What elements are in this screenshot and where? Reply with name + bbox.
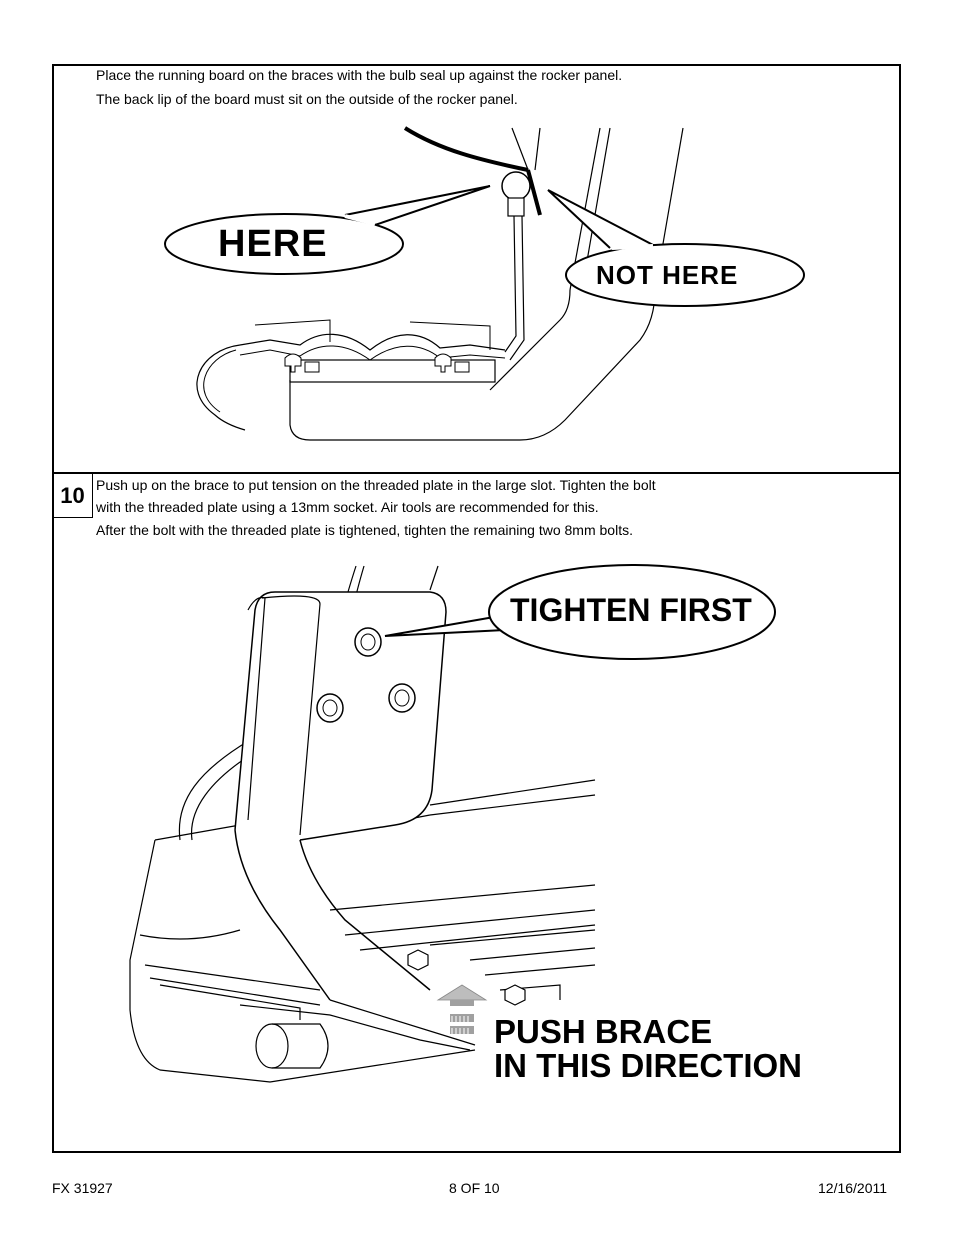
step9-instruction-line2: The back lip of the board must sit on th… [96,91,518,107]
instruction-frame [52,64,901,1153]
bolt-8mm-right [388,683,416,713]
step9-illustration [164,126,805,441]
step-divider [52,472,901,474]
part-number: FX 31927 [52,1180,113,1196]
document-date: 12/16/2011 [818,1180,888,1196]
here-callout [164,185,491,275]
step10-instruction-line2: with the threaded plate using a 13mm soc… [96,499,599,515]
step10-instruction-line3: After the bolt with the threaded plate i… [96,522,633,538]
tighten-first-label: TIGHTEN FIRST [510,592,752,628]
step10-instruction-line1: Push up on the brace to put tension on t… [96,477,656,493]
push-direction-arrow [436,984,488,1034]
here-label: HERE [218,223,328,265]
page-number: 8 OF 10 [449,1180,500,1196]
push-brace-label-line1: PUSH BRACE [494,1013,713,1050]
step9-instruction-line1: Place the running board on the braces wi… [96,67,623,83]
not-here-label: NOT HERE [596,260,739,290]
bolt-threaded-plate [354,627,382,657]
bolt-8mm-left [316,693,344,723]
not-here-callout [547,189,805,307]
push-brace-label-line2: IN THIS DIRECTION [494,1047,803,1084]
step-number: 10 [53,474,93,518]
tighten-first-callout [384,564,776,660]
